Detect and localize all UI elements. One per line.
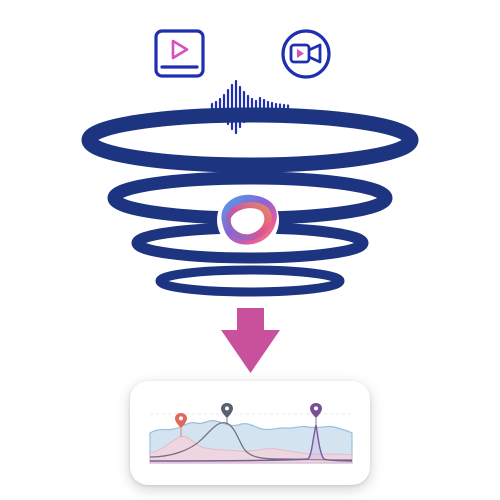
down-arrow-icon: [221, 308, 280, 373]
wave-gray: [149, 422, 353, 461]
timeline-card: [130, 381, 370, 485]
video-file-icon: [154, 29, 205, 78]
video-camera-icon: [281, 29, 331, 79]
timeline-graph: [149, 403, 353, 464]
audio-waveform-icon: [210, 79, 290, 135]
wave-pink: [149, 435, 353, 464]
map-pin-icon: [221, 403, 233, 418]
wave-purple: [149, 424, 353, 462]
map-pin-icon: [175, 413, 187, 428]
map-pin-icon: [310, 403, 322, 418]
gradient-blob-logo: [217, 189, 279, 251]
